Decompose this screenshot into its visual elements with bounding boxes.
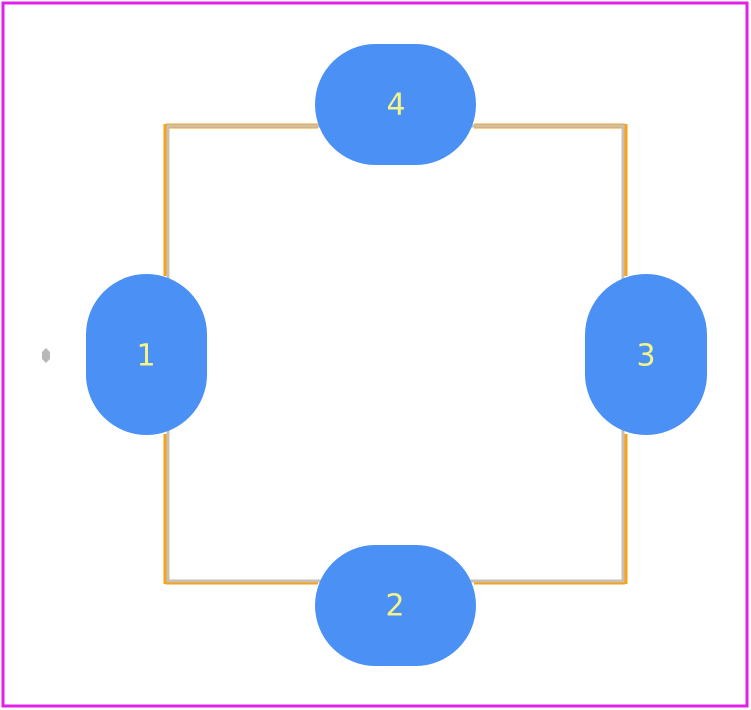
pad-3-label: 3 <box>636 339 655 374</box>
silkscreen-outline <box>163 123 628 585</box>
pad-4-label: 4 <box>386 88 405 123</box>
pad-2-shape <box>315 545 476 666</box>
pad-2-label: 2 <box>385 589 404 624</box>
pads: 1 2 3 4 <box>86 44 707 666</box>
assembly-outline <box>166 124 625 583</box>
pad-3-shape <box>585 274 707 435</box>
origin-marker <box>42 348 50 363</box>
pad-4-shape <box>315 44 476 165</box>
pad-1: 1 <box>86 274 207 435</box>
pad-3: 3 <box>585 274 707 435</box>
pad-4: 4 <box>315 44 476 165</box>
pad-1-label: 1 <box>136 339 155 374</box>
pad-2: 2 <box>315 545 476 666</box>
pad-1-shape <box>86 274 207 435</box>
